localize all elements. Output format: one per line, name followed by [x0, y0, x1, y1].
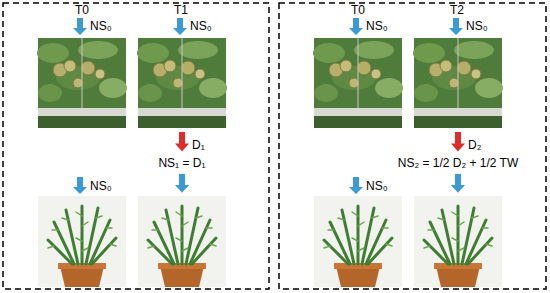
blue-arrow	[73, 18, 87, 35]
flow-label: NS₀	[366, 19, 388, 33]
tomato-photo	[413, 38, 503, 128]
equation-label: NS₁ = D₁	[158, 156, 205, 170]
panel-frame	[3, 3, 269, 289]
rosemary-photo	[138, 196, 226, 287]
drainage-label: D₂	[468, 138, 481, 152]
panel-frame	[279, 3, 546, 289]
blue-arrow	[449, 18, 463, 35]
panel-heading: T0	[351, 3, 365, 17]
right-panel-art	[313, 18, 503, 287]
tomato-photo	[37, 38, 127, 128]
red-arrow	[175, 132, 189, 152]
blue-arrow	[349, 177, 363, 194]
flow-label: NS₀	[90, 179, 112, 193]
blue-arrow	[173, 18, 187, 35]
rosemary-photo	[314, 196, 402, 287]
equation-label: NS₂ = 1/2 D₂ + 1/2 TW	[398, 156, 518, 170]
flow-label: NS₀	[190, 19, 212, 33]
flow-label: NS₀	[466, 19, 488, 33]
drainage-label: D₁	[192, 138, 205, 152]
rosemary-photo	[38, 196, 126, 287]
rosemary-photo	[414, 196, 502, 287]
tomato-photo	[313, 38, 403, 128]
panel-heading: T0	[75, 3, 89, 17]
blue-arrow	[73, 177, 87, 194]
blue-arrow	[349, 18, 363, 35]
tomato-photo	[137, 38, 227, 128]
blue-arrow	[175, 174, 189, 193]
panel-heading: T2	[450, 3, 464, 17]
red-arrow	[451, 132, 465, 152]
left-panel-art	[37, 18, 227, 287]
blue-arrow	[451, 174, 465, 193]
flow-label: NS₀	[366, 179, 388, 193]
panel-heading: T1	[174, 3, 188, 17]
flow-label: NS₀	[90, 19, 112, 33]
